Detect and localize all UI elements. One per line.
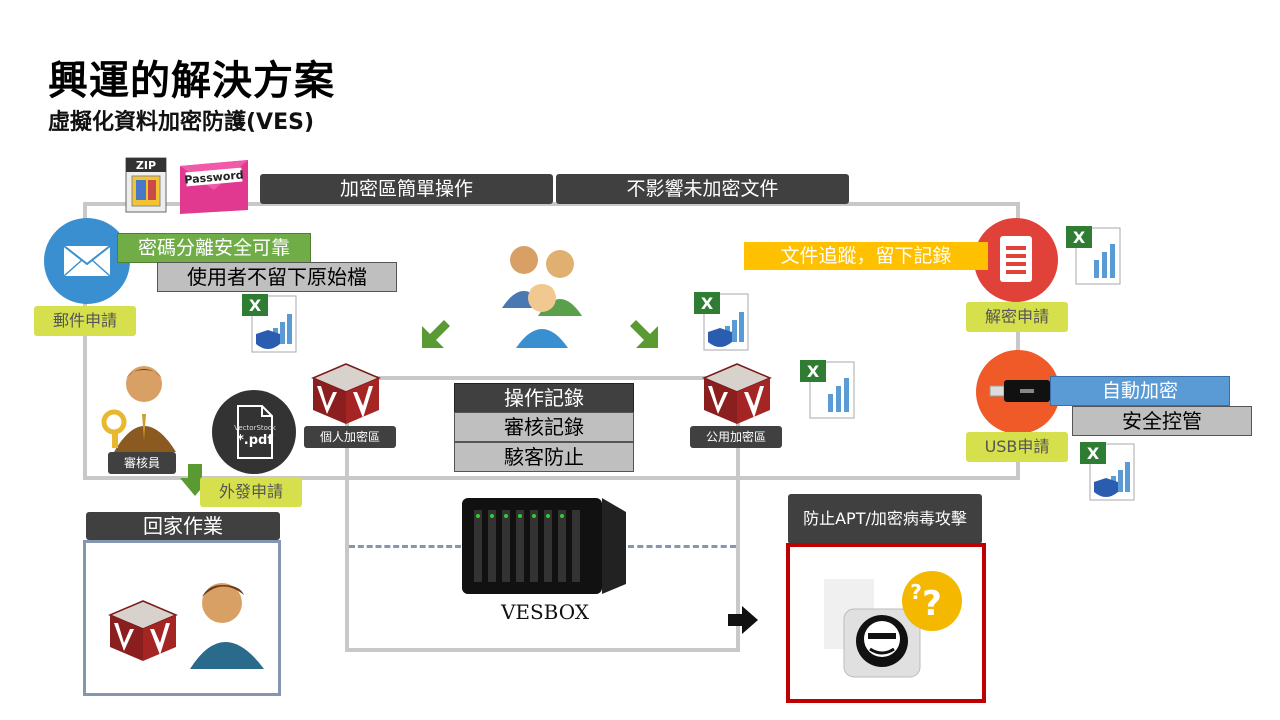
pdf-brand-text: VectorStock bbox=[234, 424, 277, 432]
zip-text: ZIP bbox=[136, 159, 156, 172]
dashed-connector-left bbox=[349, 545, 461, 548]
reviewer-label: 審核員 bbox=[108, 452, 176, 474]
excel-chart-icon: X bbox=[1064, 224, 1122, 288]
excel-shield-icon: X bbox=[1078, 440, 1136, 504]
home-user-avatar-icon bbox=[184, 573, 266, 669]
arrow-down-right-icon bbox=[628, 318, 662, 352]
apt-protection-text: 防止APT/加密病毒攻擊 bbox=[803, 509, 967, 528]
zip-icon: ZIP bbox=[124, 156, 168, 214]
inner-top-line bbox=[345, 376, 738, 380]
home-work-panel bbox=[83, 540, 281, 696]
arrow-right-icon bbox=[728, 606, 758, 634]
outgoing-application-label: 外發申請 bbox=[200, 477, 302, 507]
excel-shield-icon: X bbox=[692, 290, 750, 354]
arrow-down-left-icon bbox=[418, 318, 452, 352]
reviewer-avatar-icon bbox=[100, 360, 182, 452]
dashed-connector-right bbox=[628, 545, 736, 548]
svg-text:X: X bbox=[807, 362, 820, 381]
apt-panel: ? ? bbox=[786, 543, 986, 703]
personal-vault-cube-icon bbox=[311, 362, 381, 425]
hacker-robot-icon: ? ? bbox=[824, 569, 964, 681]
decrypt-application-label: 解密申請 bbox=[966, 302, 1068, 332]
inner-left-line bbox=[345, 376, 349, 652]
public-vault-cube-icon bbox=[702, 362, 772, 425]
apt-protection-banner: 防止APT/加密病毒攻擊 bbox=[788, 494, 982, 544]
arrow-down-icon bbox=[180, 464, 210, 496]
svg-text:X: X bbox=[701, 294, 714, 313]
document-icon bbox=[974, 218, 1058, 302]
inner-bottom-line bbox=[345, 648, 740, 652]
loop-right-line bbox=[1016, 202, 1020, 480]
file-tracking-tag: 文件追蹤，留下記錄 bbox=[744, 242, 988, 270]
usb-drive-icon bbox=[976, 350, 1060, 434]
svg-text:X: X bbox=[1087, 444, 1100, 463]
email-application-label: 郵件申請 bbox=[34, 306, 136, 336]
nas-label: VESBOX bbox=[500, 600, 590, 624]
security-control-tag: 安全控管 bbox=[1072, 406, 1252, 436]
no-original-file-tag: 使用者不留下原始檔 bbox=[157, 262, 397, 292]
record-box: 操作記錄 bbox=[454, 383, 634, 413]
record-box: 審核記錄 bbox=[454, 412, 634, 442]
page-title: 興運的解決方案 bbox=[48, 58, 335, 104]
password-text: Password bbox=[184, 168, 244, 186]
simple-operation-banner: 加密區簡單操作 bbox=[260, 174, 553, 204]
inner-right-line bbox=[736, 376, 740, 652]
usb-application-label: USB申請 bbox=[966, 432, 1068, 462]
excel-shield-icon: X bbox=[240, 292, 298, 356]
personal-zone-label: 個人加密區 bbox=[304, 426, 396, 448]
svg-text:X: X bbox=[249, 296, 262, 315]
auto-encrypt-tag: 自動加密 bbox=[1050, 376, 1230, 406]
nas-server-icon bbox=[460, 488, 628, 600]
password-envelope-icon: Password bbox=[176, 156, 252, 214]
users-group-icon bbox=[494, 238, 594, 348]
loop-left-line bbox=[83, 202, 87, 480]
svg-text:?: ? bbox=[910, 580, 922, 604]
page-subtitle: 虛擬化資料加密防護(VES) bbox=[48, 110, 315, 135]
svg-text:?: ? bbox=[922, 584, 942, 624]
email-icon bbox=[44, 218, 130, 304]
loop-bottom-line bbox=[83, 476, 1020, 480]
pdf-text: *.pdf bbox=[237, 433, 273, 448]
password-separation-tag: 密碼分離安全可靠 bbox=[117, 233, 311, 263]
record-box: 駭客防止 bbox=[454, 442, 634, 472]
unaffected-files-banner: 不影響未加密文件 bbox=[556, 174, 849, 204]
pdf-file-icon: VectorStock *.pdf bbox=[212, 390, 296, 474]
svg-text:X: X bbox=[1073, 228, 1086, 247]
public-zone-label: 公用加密區 bbox=[690, 426, 782, 448]
home-work-banner: 回家作業 bbox=[86, 512, 280, 540]
home-vault-cube-icon bbox=[108, 599, 178, 662]
loop-top-line bbox=[83, 202, 1020, 206]
excel-chart-icon: X bbox=[798, 358, 856, 422]
